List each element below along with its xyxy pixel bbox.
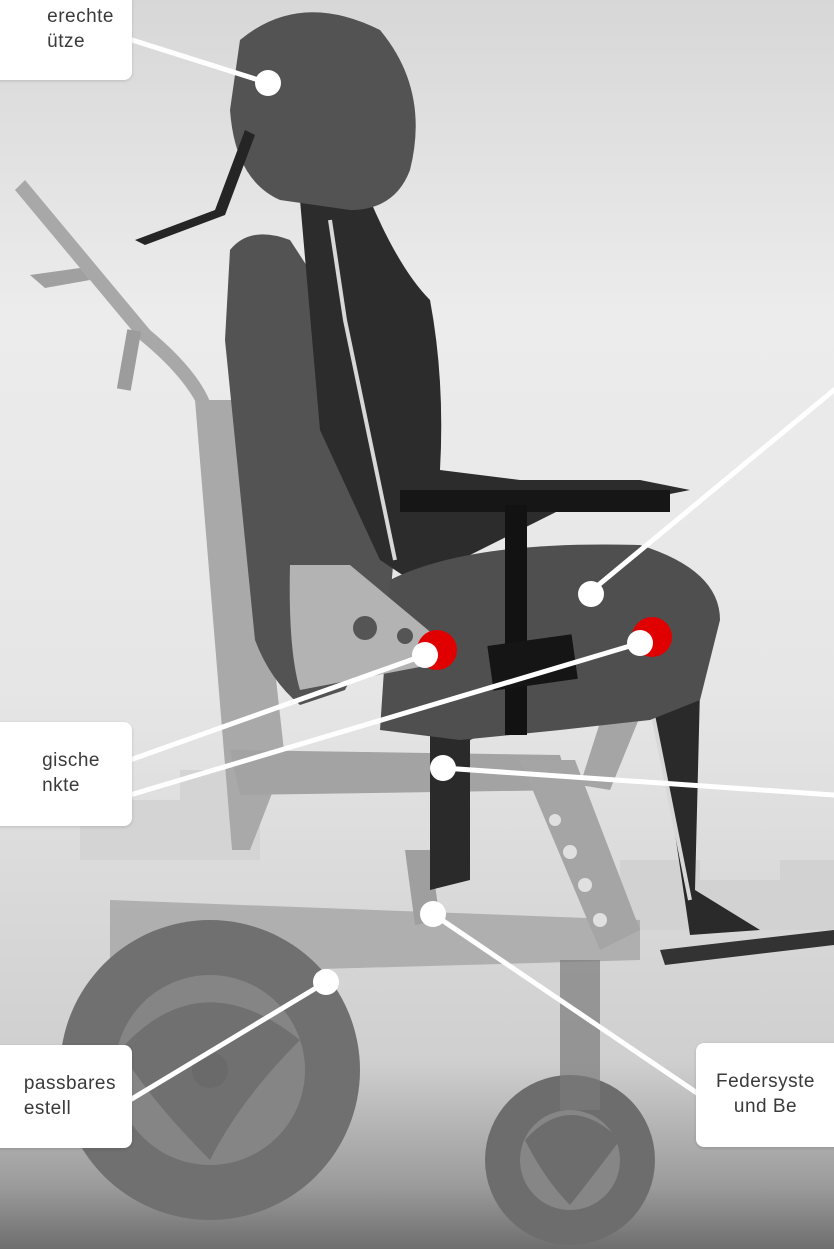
headrest-marker (255, 70, 281, 96)
callout-frame: passbares estell (0, 1045, 132, 1148)
callout-headrest-line-2: ütze (47, 29, 114, 54)
callout-headrest-line-1: erechte (47, 4, 114, 29)
callout-spring: Federsyste und Be (696, 1043, 834, 1147)
callout-joints-line-1: gische (42, 748, 100, 773)
caster-fork (560, 960, 600, 1110)
callout-joints-line-2: nkte (42, 773, 100, 798)
brake-lever (30, 268, 90, 288)
callout-frame-line-1: passbares (24, 1071, 116, 1096)
seat-marker (578, 581, 604, 607)
chassis-marker (313, 969, 339, 995)
knee-pivot-marker (627, 630, 653, 656)
push-handle (15, 180, 215, 425)
callout-headrest: erechte ütze (0, 0, 132, 80)
callout-spring-line-1: Federsyste (716, 1069, 815, 1094)
callout-joints: gische nkte (0, 722, 132, 826)
seat-frame-marker (430, 755, 456, 781)
footplate (660, 930, 834, 965)
brake-grip (117, 329, 141, 391)
callout-frame-line-2: estell (24, 1096, 116, 1121)
armrest-post (505, 505, 527, 735)
callout-spring-line-2: und Be (716, 1094, 815, 1119)
headrest (230, 12, 416, 210)
spring-marker (420, 901, 446, 927)
hip-pivot-marker (412, 642, 438, 668)
armrest (400, 490, 670, 512)
